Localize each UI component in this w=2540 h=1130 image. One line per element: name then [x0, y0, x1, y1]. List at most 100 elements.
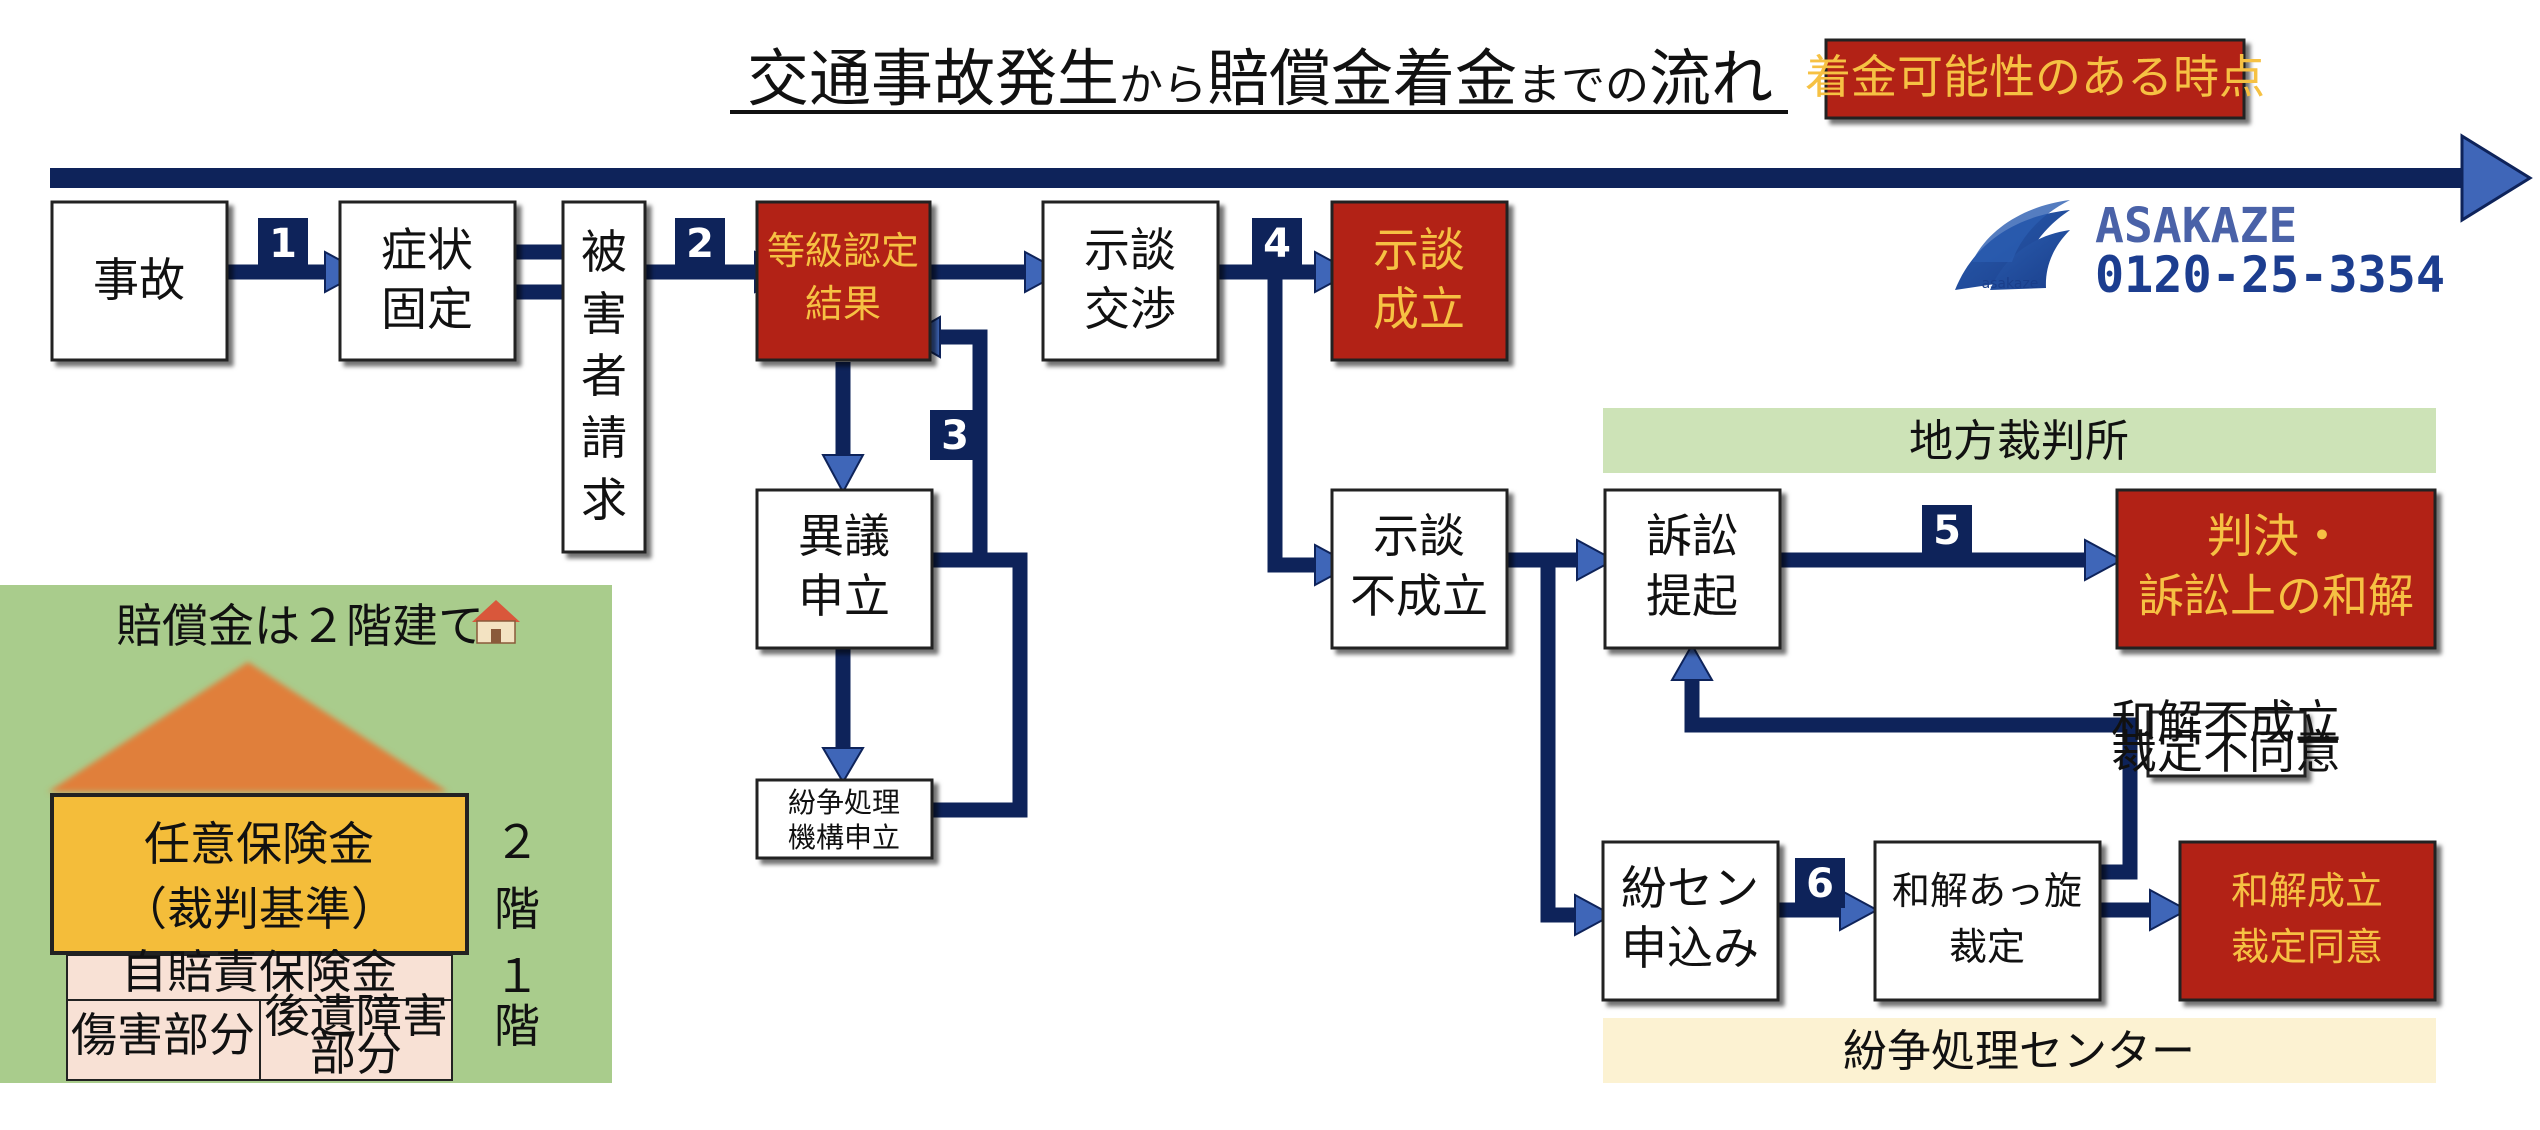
upper-floor-number: ２: [494, 815, 540, 869]
node-judgment-line2: 訴訟上の和解: [2138, 569, 2414, 623]
arrow-icon: [2084, 538, 2125, 582]
center-band: 紛争処理センター: [1603, 1018, 2436, 1083]
arrow-icon: [1839, 888, 1880, 932]
arrow-icon: [821, 747, 865, 784]
svg-text:交通事故発生から賠償金着金までの流れ: 交通事故発生から賠償金着金までの流れ: [747, 42, 1773, 115]
svg-text:6: 6: [1806, 861, 1834, 907]
node-mediation: 和解あっ旋 裁定: [1873, 840, 2102, 1002]
node-negotiation-line2: 交渉: [1084, 282, 1176, 336]
node-judgment-line1: 判決・: [2207, 509, 2345, 563]
lower-floor-right-line2: 部分: [310, 1027, 402, 1081]
wave-logo-icon: asakaze: [1955, 200, 2070, 292]
node-mediation-line1: 和解あっ旋: [1892, 869, 2082, 913]
svg-text:2: 2: [686, 221, 714, 267]
title-part-3: 賠償金着金: [1207, 42, 1517, 115]
node-settlement: 示談 成立: [1330, 200, 1509, 362]
node-victim-char5: 求: [581, 473, 627, 527]
asakaze-logo: asakaze ASAKAZE 0120-25-3354: [1955, 198, 2445, 304]
node-lawsuit: 訴訟 提起: [1603, 488, 1782, 650]
compensation-house-panel: 賠償金は２階建て 任意保険金 （裁判基準） ２ 階 自賠責保険金 傷害部分 後遺…: [0, 585, 612, 1083]
arrow-icon: [821, 454, 865, 495]
node-negotiation: 示談 交渉: [1041, 200, 1220, 362]
node-mediation-success: 和解成立 裁定同意: [2178, 840, 2437, 1002]
node-symptom-line2: 固定: [381, 282, 473, 336]
logo-name: ASAKAZE: [2095, 198, 2297, 254]
legend-box: [1824, 38, 2246, 120]
node-grade-line1: 等級認定: [767, 229, 919, 273]
page-title: 交通事故発生から賠償金着金までの流れ: [730, 42, 1788, 115]
node-victim-char3: 者: [581, 349, 627, 403]
node-mediation-fail-line2: 裁定不同意: [2111, 725, 2341, 779]
svg-text:5: 5: [1933, 508, 1961, 554]
node-mediation-line2: 裁定: [1949, 925, 2025, 969]
court-band-label: 地方裁判所: [1909, 416, 2129, 467]
house-icon: [472, 600, 520, 644]
step-badges: 1 2 3 4 5 6: [258, 218, 1972, 908]
node-negotiation-line1: 示談: [1084, 223, 1176, 277]
step-badge-1: 1: [258, 218, 308, 268]
node-funsen-apply: 紛セン 申込み: [1601, 840, 1780, 1002]
node-mediation-fail: 和解不成立 裁定不同意: [2111, 695, 2341, 779]
connectors: [225, 244, 2155, 923]
node-symptom-line1: 症状: [381, 223, 473, 277]
lower-floor-unit: 階: [494, 999, 540, 1053]
node-accident-label: 事故: [93, 253, 185, 307]
title-part-4: までの: [1517, 60, 1649, 111]
step-badge-3: 3: [930, 410, 980, 460]
court-band: 地方裁判所: [1603, 408, 2436, 473]
step-badge-4: 4: [1252, 218, 1302, 268]
arrow-icon: [2149, 888, 2190, 932]
node-symptom-fixed: 症状 固定: [338, 200, 517, 362]
upper-floor-line1: 任意保険金: [144, 817, 374, 871]
node-victim-char1: 被: [581, 225, 627, 279]
step-badge-2: 2: [675, 218, 725, 268]
timeline-arrowhead: [2460, 133, 2533, 223]
arrow-icon: [1576, 538, 1617, 582]
node-mediation-fail-line1: 和解不成立: [2111, 695, 2341, 749]
node-objection-line1: 異議: [798, 509, 890, 563]
lower-floor-right: [259, 999, 453, 1081]
lower-floor-number: １: [494, 949, 540, 1003]
svg-text:1: 1: [269, 221, 297, 267]
title-part-5: 流れ: [1649, 42, 1773, 115]
lower-floor-left-label: 傷害部分: [71, 1008, 255, 1062]
step-badge-5: 5: [1922, 505, 1972, 555]
node-mediation-success-line1: 和解成立: [2231, 869, 2383, 913]
node-lawsuit-line1: 訴訟: [1646, 509, 1738, 563]
node-grade-line2: 結果: [805, 282, 881, 326]
node-no-settlement-line2: 不成立: [1350, 569, 1488, 623]
logo-wordmark: asakaze: [1982, 276, 2039, 292]
node-judgment: 判決・ 訴訟上の和解: [2115, 488, 2437, 650]
lower-floor-header-label: 自賠責保険金: [121, 945, 397, 999]
timeline-arrow: [50, 133, 2533, 223]
node-grade-result: 等級認定 結果: [755, 200, 932, 362]
node-dispute-line1: 紛争処理: [788, 786, 900, 819]
arrow-icon: [1670, 642, 1714, 681]
upper-floor-unit: 階: [494, 882, 540, 936]
node-victim-char2: 害: [581, 287, 627, 341]
node-no-settlement-line1: 示談: [1373, 509, 1465, 563]
node-settlement-line1: 示談: [1373, 223, 1465, 277]
logo-phone: 0120-25-3354: [2095, 246, 2445, 304]
node-accident: 事故: [50, 200, 229, 362]
house-title: 賠償金は２階建て: [116, 599, 484, 653]
node-mediation-success-line2: 裁定同意: [2231, 925, 2383, 969]
svg-text:3: 3: [941, 413, 969, 459]
node-victim-claim: 被 害 者 請 求: [561, 200, 647, 554]
node-objection-line2: 申立: [798, 569, 890, 623]
node-funsen-line1: 紛セン: [1621, 861, 1759, 915]
center-band-label: 紛争処理センター: [1843, 1026, 2195, 1077]
node-dispute-org: 紛争処理 機構申立: [755, 778, 934, 860]
legend-label: 着金可能性のある時点: [1805, 50, 2265, 104]
node-settlement-line2: 成立: [1373, 282, 1465, 336]
node-objection: 異議 申立: [755, 488, 934, 650]
title-part-2: から: [1119, 60, 1207, 111]
legend-settlement-point: 着金可能性のある時点: [1805, 38, 2265, 120]
roof: [48, 662, 448, 792]
title-part-1: 交通事故発生: [747, 42, 1119, 115]
timeline-bar: [50, 168, 2480, 188]
node-victim-char4: 請: [581, 411, 627, 465]
upper-floor: [50, 793, 469, 955]
node-dispute-line2: 機構申立: [788, 821, 900, 854]
